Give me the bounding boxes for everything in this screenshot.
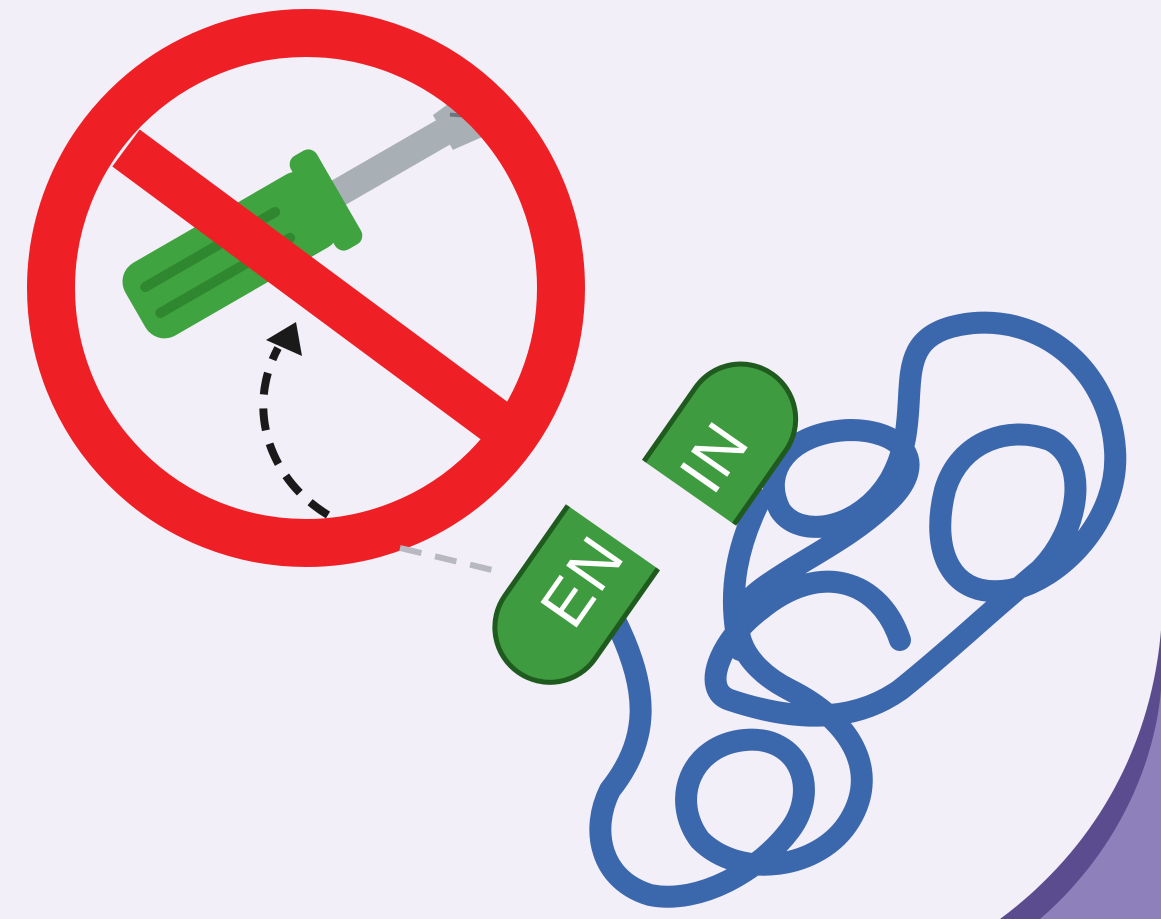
split-intein-diagram: EN IN <box>0 0 1161 919</box>
diagram-background <box>0 0 1161 919</box>
